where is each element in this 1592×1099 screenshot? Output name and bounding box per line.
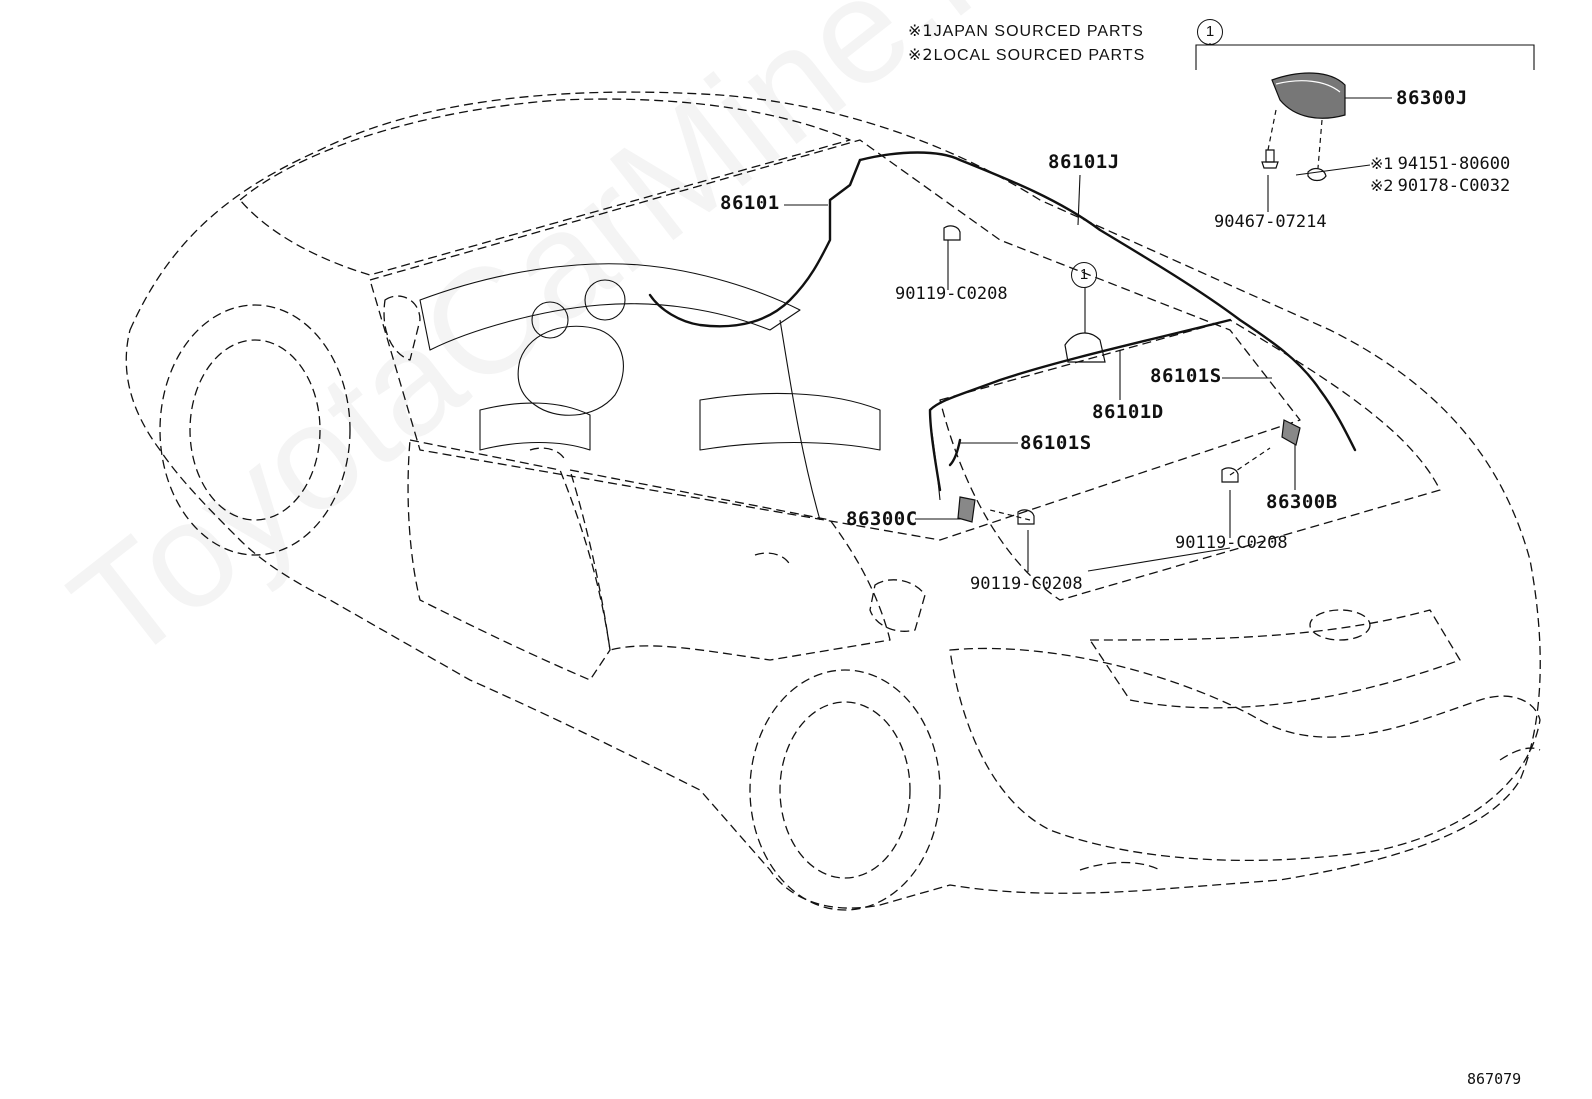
- legend-japan-mark: ※1: [908, 21, 934, 40]
- antenna-leader-dashed: [1267, 109, 1277, 151]
- label-90178-mark: ※2: [1370, 176, 1394, 195]
- cabin-outline: [369, 139, 1301, 541]
- pillar-line: [779, 319, 821, 521]
- amp-86300C: [957, 496, 976, 523]
- antenna-leader-dashed-2: [1317, 119, 1323, 169]
- trunk-outline: [939, 319, 1441, 601]
- rear-door-outline: [569, 469, 891, 661]
- legend-japan-text: JAPAN SOURCED PARTS: [933, 23, 1144, 40]
- nut-94151: [1307, 167, 1327, 182]
- legend-japan: ※1JAPAN SOURCED PARTS: [908, 21, 1144, 42]
- legend-local: ※2LOCAL SOURCED PARTS: [908, 45, 1145, 66]
- front-seat: [479, 402, 591, 451]
- label-86101J: 86101J: [1048, 151, 1120, 173]
- bolt-90467: [1265, 149, 1275, 163]
- fin-antenna-roof: [1064, 332, 1106, 363]
- rear-wheel-inner: [779, 701, 911, 879]
- front-wheel-inner: [189, 339, 321, 521]
- callout-marker-roof: 1: [1071, 262, 1097, 288]
- label-86300B: 86300B: [1266, 491, 1338, 513]
- rear-harness-86101S: [948, 438, 962, 467]
- leader-86101J: [1077, 174, 1081, 226]
- label-90119-mid: 90119-C0208: [1175, 533, 1288, 553]
- label-86300C: 86300C: [846, 508, 918, 530]
- gauge-left: [531, 301, 569, 339]
- rear-emblem: [1309, 609, 1371, 641]
- rear-bumper-outline: [949, 647, 1541, 862]
- amp-86300B: [1281, 419, 1301, 446]
- label-86101S-right: 86101S: [1150, 365, 1222, 387]
- label-86300J: 86300J: [1396, 87, 1468, 109]
- antenna-base-outline: [1275, 80, 1341, 93]
- legend-local-mark: ※2: [908, 45, 934, 64]
- callout-bracket: [1195, 44, 1535, 70]
- label-90119-top: 90119-C0208: [895, 284, 1008, 304]
- label-90119-bottom: 90119-C0208: [970, 574, 1083, 594]
- rear-door-handle: [754, 552, 791, 566]
- bolt-90119-mid: [1221, 467, 1239, 483]
- rear-reflector-right: [1499, 747, 1541, 761]
- label-90467: 90467-07214: [1214, 212, 1327, 232]
- label-86101S-left: 86101S: [1020, 432, 1092, 454]
- roof-outline: [239, 98, 851, 276]
- antenna-86300J: [1271, 72, 1346, 119]
- diagram-number: 867079: [1467, 1070, 1522, 1088]
- label-86101D: 86101D: [1092, 401, 1164, 423]
- steering-wheel: [517, 325, 624, 416]
- gauge-right: [584, 279, 626, 321]
- bolt-90119-bottom: [1017, 509, 1035, 525]
- car-body-outline: [125, 91, 1541, 909]
- tail-lamp-outline: [1089, 609, 1461, 709]
- front-wheel: [159, 304, 351, 556]
- legend-local-text: LOCAL SOURCED PARTS: [933, 47, 1146, 64]
- front-harness-86101: [648, 158, 862, 328]
- label-90178-text: 90178-C0032: [1397, 176, 1511, 196]
- front-door-outline: [407, 439, 611, 681]
- fuel-lid: [869, 579, 926, 632]
- dashboard-outline: [419, 263, 801, 351]
- label-94151-text: 94151-80600: [1397, 154, 1511, 174]
- front-door-handle: [529, 447, 566, 461]
- screw-lines: [989, 447, 1271, 521]
- rear-reflector: [1079, 861, 1161, 871]
- callout-marker-legend: 1: [1197, 19, 1223, 45]
- side-mirror: [383, 295, 421, 361]
- leader-90119-long: [1087, 547, 1231, 572]
- leader-94151: [1295, 164, 1371, 176]
- bolt-90119-top: [943, 225, 961, 241]
- label-86101: 86101: [720, 192, 780, 214]
- rear-harness-86101D: [928, 318, 1232, 492]
- rear-seat: [699, 392, 881, 451]
- rear-wheel: [749, 669, 941, 911]
- antenna-harness: [858, 151, 1357, 452]
- bolt-90467-head: [1261, 161, 1279, 169]
- label-94151-mark: ※1: [1370, 154, 1394, 173]
